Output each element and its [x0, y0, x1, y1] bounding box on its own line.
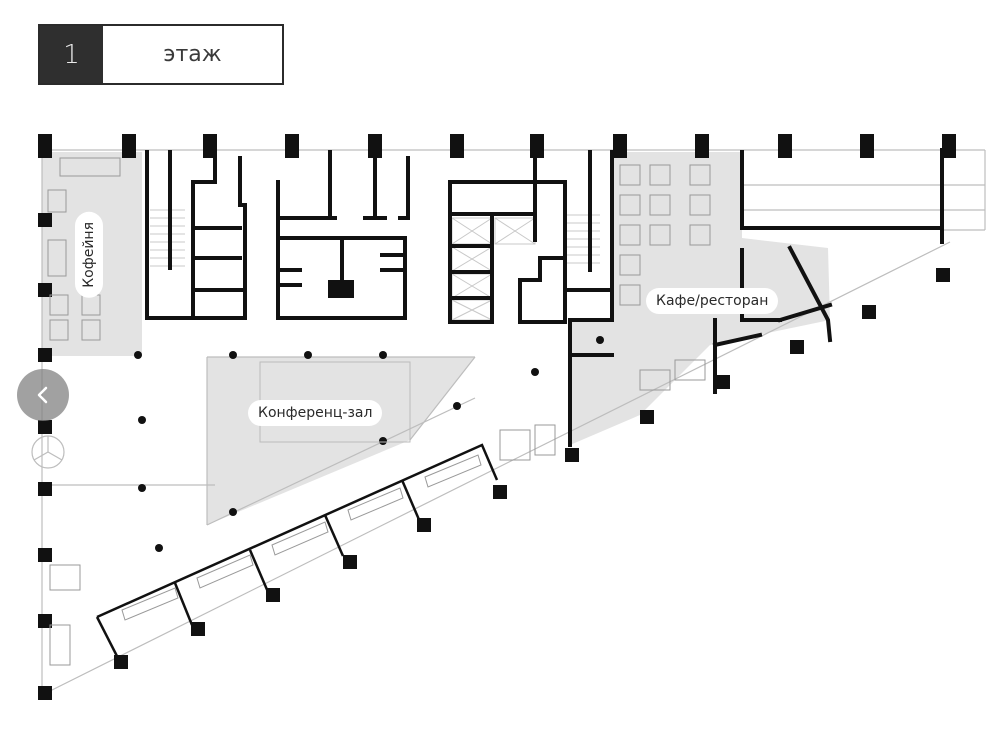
chevron-left-icon — [37, 386, 48, 404]
stair-left — [150, 209, 185, 267]
columns — [38, 134, 956, 700]
floor-label: этаж — [163, 42, 222, 67]
floor-number: 1 — [40, 26, 103, 83]
meeting-rooms — [95, 443, 499, 663]
highlighted-zones — [42, 152, 830, 525]
elevator-core-block — [328, 280, 354, 298]
room-label-conference: Конференц-зал — [248, 400, 383, 426]
round-columns — [134, 336, 604, 552]
thin-lines — [31, 149, 986, 696]
walls — [145, 148, 944, 447]
previous-button[interactable] — [17, 369, 69, 421]
conference-zone — [207, 357, 475, 525]
room-label-cafe: Кафе/ресторан — [646, 288, 779, 314]
stairs — [150, 209, 600, 267]
room-label-coffee: Кофейня — [75, 212, 103, 298]
stair-right — [567, 214, 600, 264]
floor-selector[interactable]: 1 этаж — [38, 24, 284, 85]
